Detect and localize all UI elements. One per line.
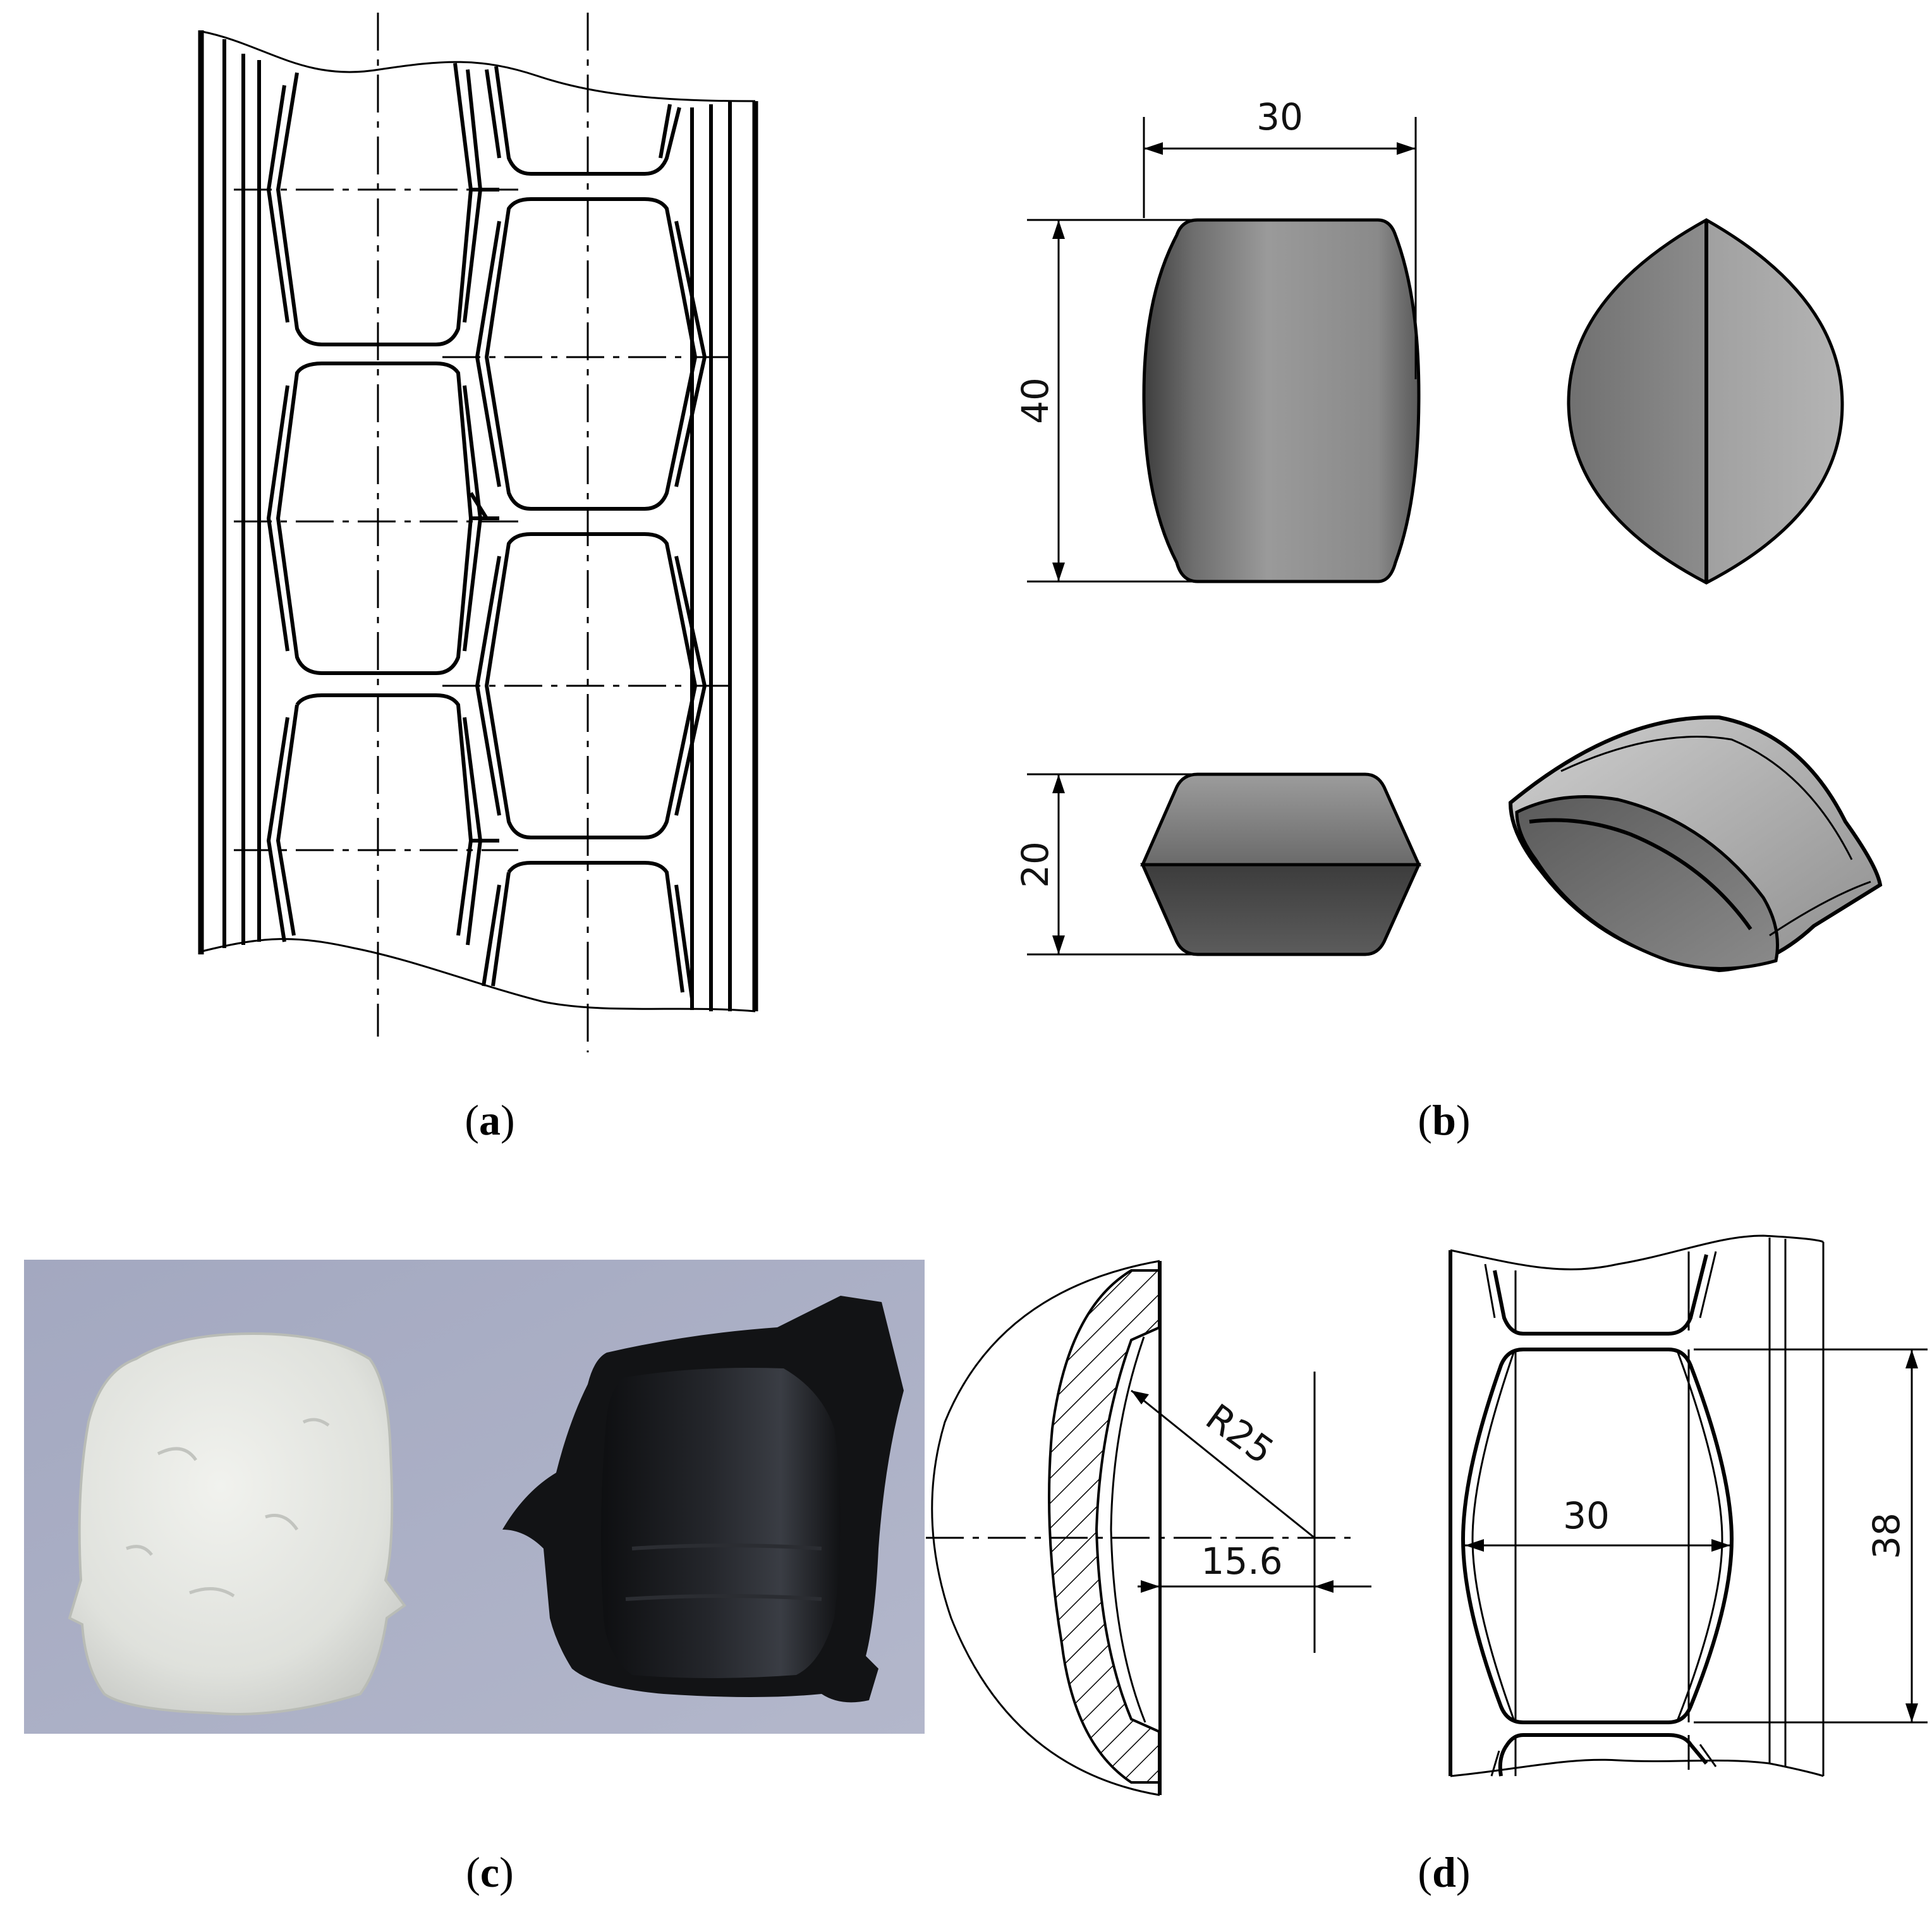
front-view: [1142, 218, 1421, 583]
right-cell-column: [475, 66, 707, 999]
left-cell-column: [266, 63, 483, 946]
sample-photo: [24, 1260, 925, 1734]
section-drawing: R25 15.6: [926, 1260, 1371, 1796]
dimension-thickness-20: 20: [1014, 841, 1057, 888]
panel-b-element-views: 30 40 20: [1014, 95, 1883, 973]
top-view-lower: [1140, 863, 1421, 956]
caption-a: (a): [465, 1096, 514, 1144]
dimension-height-40: 40: [1014, 377, 1057, 424]
dimension-width-30: 30: [1256, 95, 1303, 138]
dimension-radius-r25: R25: [1198, 1396, 1282, 1473]
dimension-offset-15-6: 15.6: [1201, 1540, 1282, 1583]
panel-a-track-drawing: [198, 13, 758, 1052]
top-view-upper: [1140, 772, 1421, 867]
dimension-height-38: 38: [1865, 1513, 1908, 1559]
caption-c: (c): [466, 1848, 514, 1896]
isometric-view: [1508, 715, 1883, 973]
caption-b: (b): [1418, 1096, 1470, 1144]
panel-d-track-detail: 30 38: [1449, 1234, 1928, 1777]
dimension-width-30-d: 30: [1563, 1494, 1610, 1537]
caption-d: (d): [1418, 1848, 1470, 1896]
panel-c: R25 15.6: [24, 1260, 1371, 1796]
white-sample: [68, 1332, 406, 1715]
